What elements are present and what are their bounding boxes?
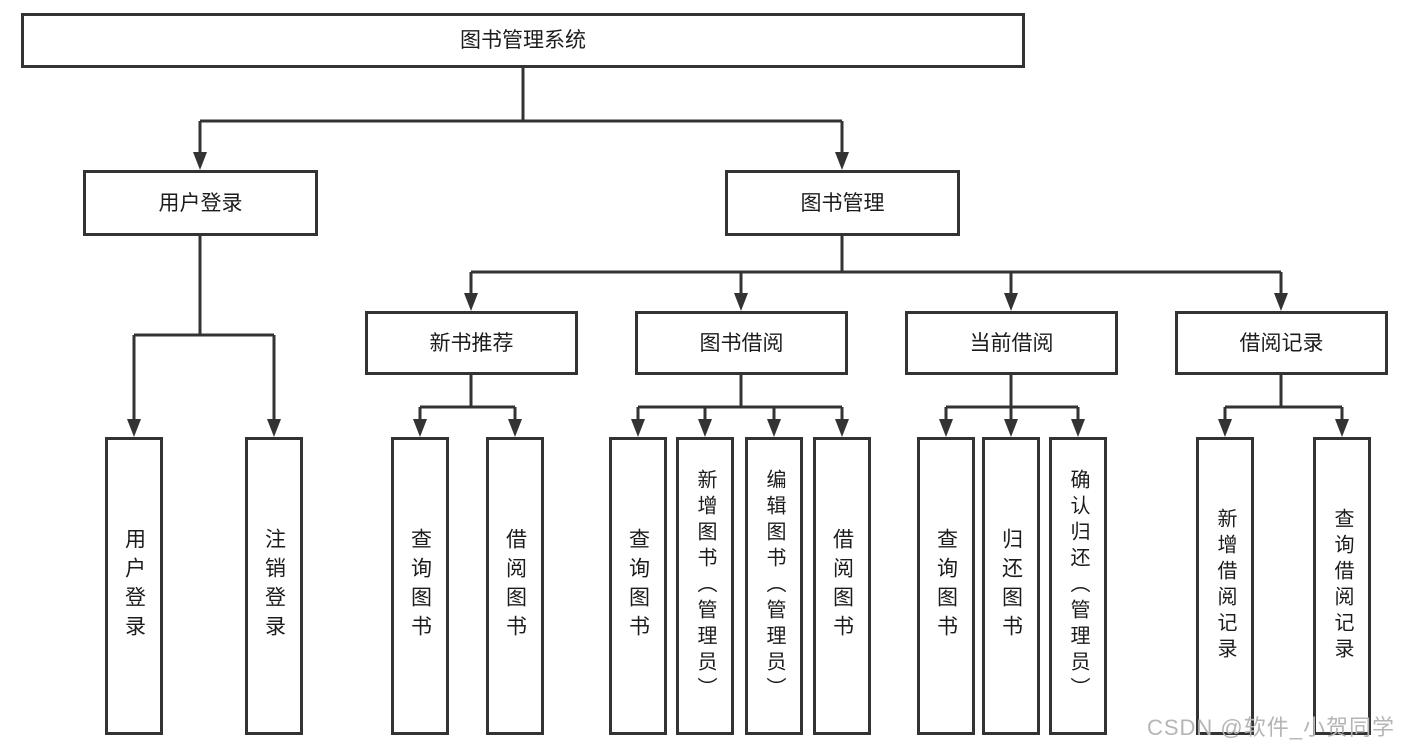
node-label: 归还图书 (999, 528, 1023, 644)
node-label: 查询借阅记录 (1331, 508, 1353, 664)
leaf-add-book-admin: 新增图书（管理员） (676, 437, 734, 735)
node-label: 借阅图书 (503, 528, 527, 644)
leaf-query-books-current: 查询图书 (917, 437, 975, 735)
node-library-management-system: 图书管理系统 (21, 13, 1025, 68)
leaf-confirm-return-admin: 确认归还（管理员） (1049, 437, 1107, 735)
node-label: 用户登录 (158, 191, 243, 215)
node-user-login: 用户登录 (83, 170, 318, 236)
node-label: 编辑图书（管理员） (763, 469, 785, 703)
node-label: 借阅图书 (830, 528, 854, 644)
node-borrowing-records: 借阅记录 (1175, 311, 1388, 375)
node-label: 当前借阅 (969, 331, 1054, 355)
leaf-user-login: 用户登录 (105, 437, 163, 735)
leaf-query-books-borrowing: 查询图书 (609, 437, 667, 735)
leaf-logout: 注销登录 (245, 437, 303, 735)
node-label: 查询图书 (626, 528, 650, 644)
leaf-add-borrow-record: 新增借阅记录 (1196, 437, 1254, 735)
node-label: 注销登录 (262, 528, 286, 644)
node-book-borrowing: 图书借阅 (635, 311, 848, 375)
node-book-management: 图书管理 (725, 170, 960, 236)
node-label: 图书管理 (800, 191, 885, 215)
node-label: 图书管理系统 (460, 29, 586, 52)
node-label: 确认归还（管理员） (1067, 469, 1089, 703)
csdn-watermark: CSDN @软件_小贺同学 (1146, 715, 1395, 740)
node-current-borrowing: 当前借阅 (905, 311, 1118, 375)
node-label: 新增借阅记录 (1214, 508, 1236, 664)
node-label: 图书借阅 (699, 331, 784, 355)
node-new-book-recommend: 新书推荐 (365, 311, 578, 375)
leaf-return-book: 归还图书 (982, 437, 1040, 735)
node-label: 借阅记录 (1239, 331, 1324, 355)
leaf-borrow-books: 借阅图书 (813, 437, 871, 735)
leaf-borrow-books-recommend: 借阅图书 (486, 437, 544, 735)
node-label: 用户登录 (122, 528, 146, 644)
node-label: 新书推荐 (429, 331, 514, 355)
node-label: 查询图书 (408, 528, 432, 644)
node-label: 新增图书（管理员） (694, 469, 716, 703)
leaf-query-borrow-record: 查询借阅记录 (1313, 437, 1371, 735)
leaf-edit-book-admin: 编辑图书（管理员） (745, 437, 803, 735)
leaf-query-books-recommend: 查询图书 (391, 437, 449, 735)
node-label: 查询图书 (934, 528, 958, 644)
